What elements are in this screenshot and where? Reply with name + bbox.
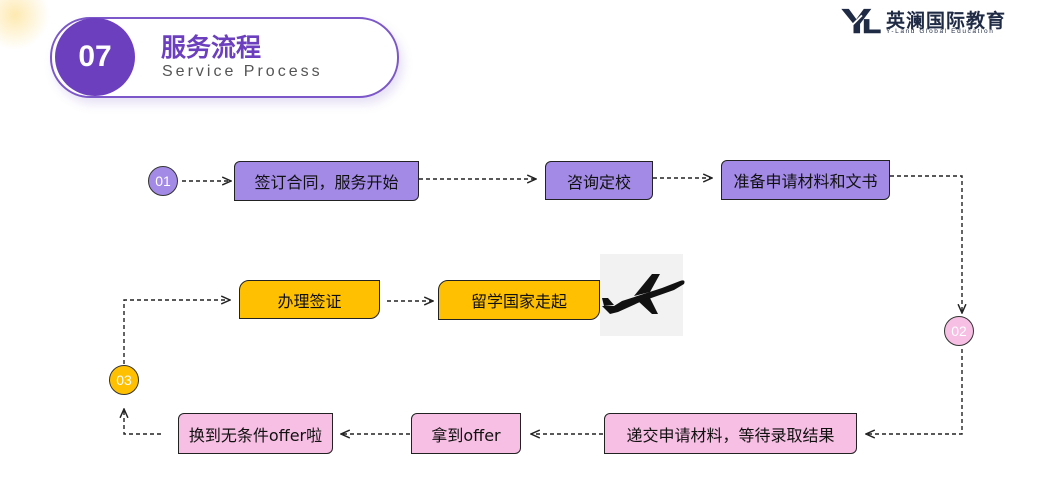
step-visa: 办理签证: [239, 280, 380, 319]
section-title: 服务流程: [161, 33, 262, 62]
brand-name: 英澜国际教育: [886, 10, 1007, 32]
section-subtitle: Service Process: [162, 63, 323, 80]
step-sign-contract: 签订合同，服务开始: [234, 161, 419, 201]
step-marker-02: 02: [944, 316, 974, 346]
airplane-icon: [602, 274, 685, 314]
brand-tagline: Y-Land Global Education: [886, 28, 995, 35]
step-unconditional-offer: 换到无条件offer啦: [178, 413, 333, 454]
step-get-offer: 拿到offer: [411, 413, 521, 454]
brand-logo-icon: [841, 8, 881, 34]
step-consult-school: 咨询定校: [545, 161, 653, 200]
step-prepare-materials: 准备申请材料和文书: [721, 160, 890, 200]
step-submit-application: 递交申请材料，等待录取结果: [604, 413, 857, 454]
section-number: 07: [55, 18, 135, 96]
step-go-abroad: 留学国家走起: [438, 280, 600, 320]
step-marker-03: 03: [109, 365, 139, 395]
step-marker-01: 01: [148, 166, 178, 196]
